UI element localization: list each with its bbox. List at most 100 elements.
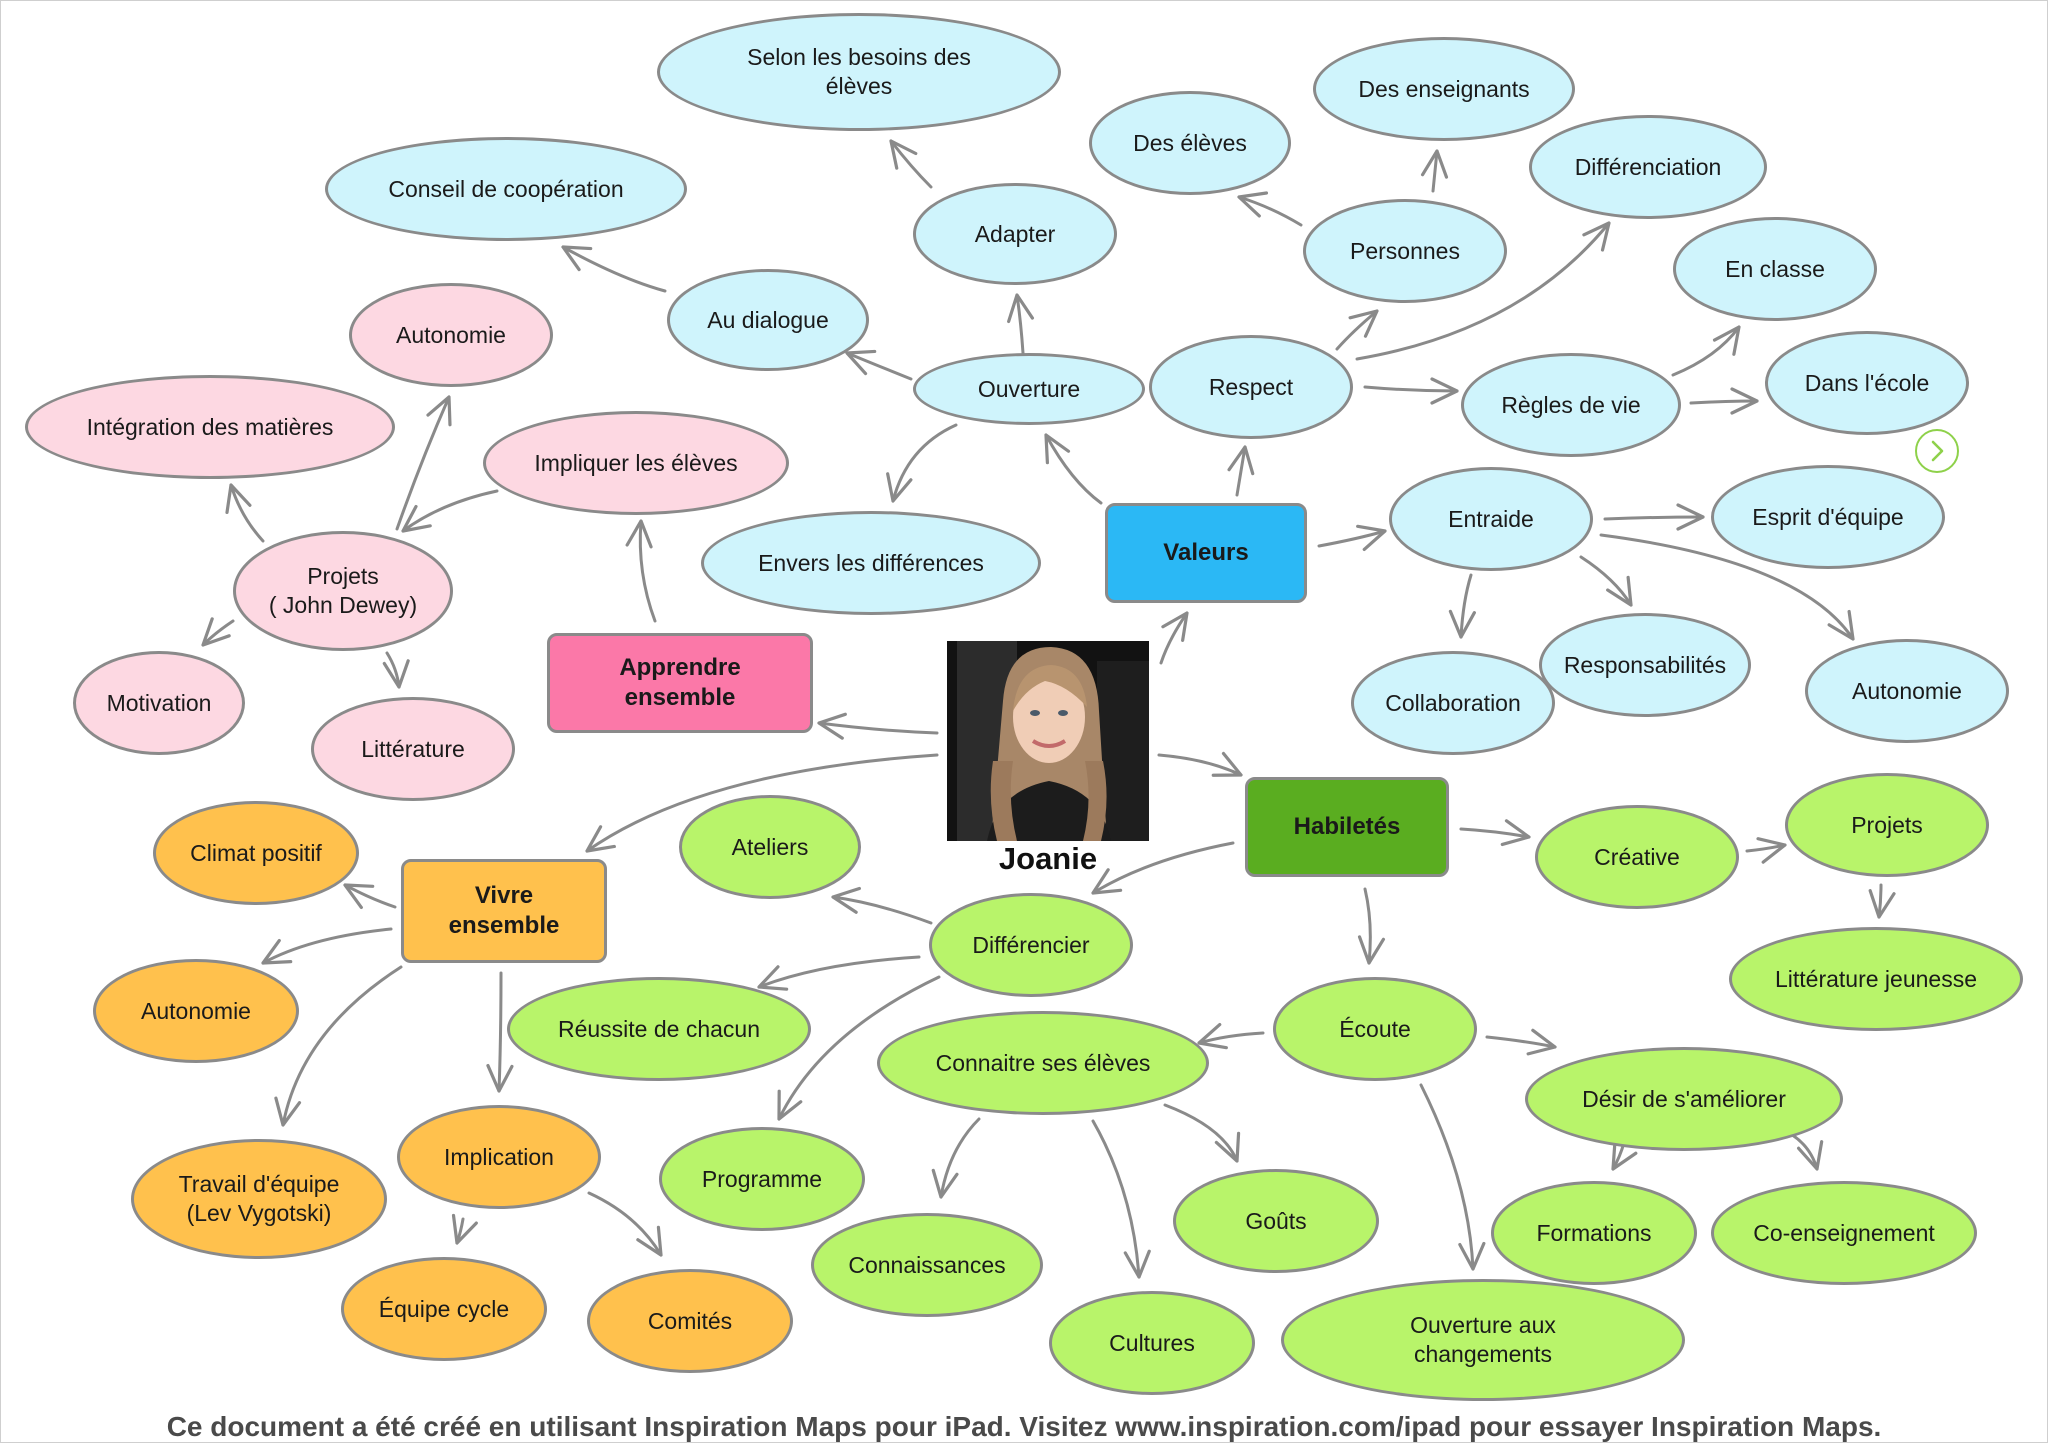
node-projets-habiletes[interactable]: Projets <box>1785 773 1989 877</box>
portrait-photo-icon <box>947 641 1149 841</box>
node-responsabilites[interactable]: Responsabilités <box>1539 613 1751 717</box>
edge-projets-integration <box>225 483 265 543</box>
edge-connaitre-connaissances <box>931 1117 981 1199</box>
node-litterature-jeunesse[interactable]: Littérature jeunesse <box>1729 927 2023 1031</box>
chevron-right-icon <box>1931 440 1944 462</box>
node-creative[interactable]: Créative <box>1535 805 1739 909</box>
edge-adapter-besoins <box>889 139 933 189</box>
node-regles-de-vie[interactable]: Règles de vie <box>1461 353 1681 457</box>
edge-connaitre-gouts <box>1163 1103 1241 1163</box>
node-conseil-cooperation[interactable]: Conseil de coopération <box>325 137 687 241</box>
edge-entraide-responsabilites <box>1579 555 1633 607</box>
node-connaissances[interactable]: Connaissances <box>811 1213 1043 1317</box>
edge-ecoute-desir <box>1485 1028 1557 1056</box>
node-respect[interactable]: Respect <box>1149 335 1353 439</box>
next-button[interactable] <box>1915 429 1959 473</box>
edge-respect-differenciation <box>1355 221 1611 361</box>
edge-projets-litteraturejeunesse <box>1868 883 1896 919</box>
edge-ouverture-differences <box>886 423 958 503</box>
hub-vivre-ensemble[interactable]: Vivre ensemble <box>401 859 607 963</box>
edge-differencier-reussite <box>757 955 921 991</box>
edge-creative-projets <box>1745 837 1787 864</box>
edge-vivre-implication <box>486 971 514 1093</box>
node-implication[interactable]: Implication <box>397 1105 601 1209</box>
node-travail-equipe[interactable]: Travail d'équipe (Lev Vygotski) <box>131 1139 387 1259</box>
node-ecoute[interactable]: Écoute <box>1273 977 1477 1081</box>
node-ouverture[interactable]: Ouverture <box>913 353 1145 425</box>
node-personnes[interactable]: Personnes <box>1303 199 1507 303</box>
hub-habiletes[interactable]: Habiletés <box>1245 777 1449 877</box>
node-differenciation[interactable]: Différenciation <box>1529 115 1767 219</box>
edge-center-valeurs <box>1159 611 1189 665</box>
node-autonomie-vivre[interactable]: Autonomie <box>93 959 299 1063</box>
node-climat-positif[interactable]: Climat positif <box>153 801 359 905</box>
node-desir-ameliorer[interactable]: Désir de s'améliorer <box>1525 1047 1843 1151</box>
node-litterature[interactable]: Littérature <box>311 697 515 801</box>
node-selon-besoins[interactable]: Selon les besoins des élèves <box>657 13 1061 131</box>
edge-valeurs-ouverture <box>1044 433 1103 505</box>
node-envers-differences[interactable]: Envers les différences <box>701 511 1041 615</box>
node-dans-ecole[interactable]: Dans l'école <box>1765 331 1969 435</box>
node-adapter[interactable]: Adapter <box>913 183 1117 285</box>
edge-differencier-programme <box>777 975 941 1121</box>
node-motivation[interactable]: Motivation <box>73 651 245 755</box>
edge-regles-enclasse <box>1671 325 1741 377</box>
node-integration-matieres[interactable]: Intégration des matières <box>25 375 395 479</box>
footer-note: Ce document a été créé en utilisant Insp… <box>166 1411 1882 1442</box>
node-reussite-chacun[interactable]: Réussite de chacun <box>507 977 811 1081</box>
center-title[interactable]: Joanie <box>998 841 1098 876</box>
edge-habiletes-differencier <box>1091 841 1235 895</box>
edge-center-habiletes <box>1157 751 1243 777</box>
node-co-enseignement[interactable]: Co-enseignement <box>1711 1181 1977 1285</box>
node-formations[interactable]: Formations <box>1491 1181 1697 1285</box>
edge-valeurs-respect <box>1227 445 1255 497</box>
node-esprit-equipe[interactable]: Esprit d'équipe <box>1711 465 1945 569</box>
edge-apprendre-impliquer <box>625 519 657 623</box>
edge-center-apprendre <box>817 712 939 740</box>
node-des-eleves[interactable]: Des élèves <box>1089 91 1291 195</box>
node-ouverture-changements[interactable]: Ouverture aux changements <box>1281 1279 1685 1401</box>
hub-apprendre-ensemble[interactable]: Apprendre ensemble <box>547 633 813 733</box>
edge-vivre-climat <box>343 883 397 910</box>
edge-personnes-enseignants <box>1420 149 1449 193</box>
node-projets-dewey[interactable]: Projets ( John Dewey) <box>233 531 453 651</box>
edge-implication-equipecycle <box>451 1213 478 1245</box>
edge-respect-regles <box>1363 377 1459 405</box>
edge-personnes-eleves <box>1237 191 1303 227</box>
edge-respect-personnes <box>1335 309 1379 351</box>
node-en-classe[interactable]: En classe <box>1673 217 1877 321</box>
edge-entraide-esprit <box>1603 503 1705 531</box>
node-autonomie-valeurs[interactable]: Autonomie <box>1805 639 2009 743</box>
node-connaitre-eleves[interactable]: Connaitre ses élèves <box>877 1011 1209 1115</box>
node-equipe-cycle[interactable]: Équipe cycle <box>341 1257 547 1361</box>
node-programme[interactable]: Programme <box>659 1127 865 1231</box>
node-comites[interactable]: Comités <box>587 1269 793 1373</box>
node-impliquer-eleves[interactable]: Impliquer les élèves <box>483 411 789 515</box>
node-collaboration[interactable]: Collaboration <box>1351 651 1555 755</box>
edge-vivre-travail <box>274 965 403 1127</box>
node-cultures[interactable]: Cultures <box>1049 1291 1255 1395</box>
edge-connaitre-cultures <box>1091 1119 1151 1279</box>
edge-differencier-ateliers <box>831 886 933 925</box>
node-gouts[interactable]: Goûts <box>1173 1169 1379 1273</box>
edge-dialogue-conseil <box>561 245 667 293</box>
node-differencier[interactable]: Différencier <box>929 893 1133 997</box>
node-au-dialogue[interactable]: Au dialogue <box>667 269 869 371</box>
edge-projets-autonomie <box>395 395 452 531</box>
edge-ouverture-adapter <box>1007 293 1035 355</box>
edge-ouverture-dialogue <box>845 349 913 381</box>
node-entraide[interactable]: Entraide <box>1389 467 1593 571</box>
node-ateliers[interactable]: Ateliers <box>679 795 861 899</box>
node-des-enseignants[interactable]: Des enseignants <box>1313 37 1575 141</box>
hub-valeurs[interactable]: Valeurs <box>1105 503 1307 603</box>
portrait-photo[interactable] <box>947 641 1149 841</box>
edge-ecoute-connaitre <box>1197 1022 1265 1050</box>
edge-center-vivre <box>585 753 939 853</box>
edge-projets-litterature <box>382 651 410 689</box>
node-autonomie-apprendre[interactable]: Autonomie <box>349 283 553 387</box>
edge-ecoute-ouverture <box>1419 1083 1486 1271</box>
edge-habiletes-creative <box>1459 819 1531 847</box>
edge-regles-ecole <box>1689 387 1759 415</box>
